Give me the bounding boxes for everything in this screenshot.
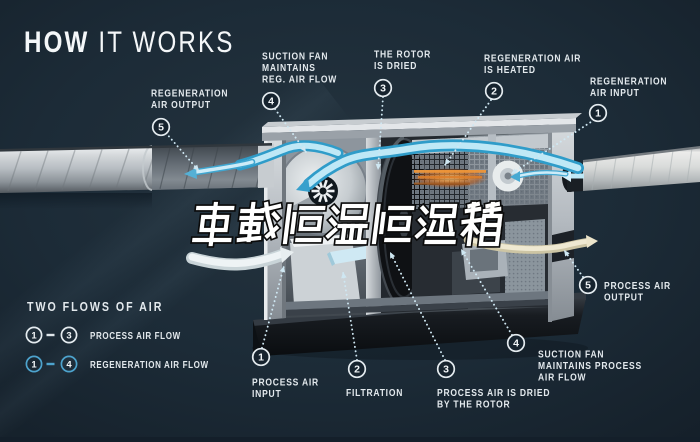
svg-text:PROCESS AIR: PROCESS AIR xyxy=(604,280,671,291)
svg-text:IS HEATED: IS HEATED xyxy=(484,64,536,75)
svg-text:AIR INPUT: AIR INPUT xyxy=(590,87,640,98)
svg-text:AIR OUTPUT: AIR OUTPUT xyxy=(151,99,211,110)
svg-text:4: 4 xyxy=(66,359,72,370)
svg-text:1: 1 xyxy=(258,352,264,364)
svg-text:THE ROTOR: THE ROTOR xyxy=(374,49,431,60)
svg-text:3: 3 xyxy=(66,330,71,341)
svg-text:3: 3 xyxy=(380,83,386,95)
svg-text:HOW IT WORKS: HOW IT WORKS xyxy=(24,26,235,59)
svg-text:OUTPUT: OUTPUT xyxy=(604,292,644,303)
svg-text:2: 2 xyxy=(354,364,360,376)
svg-text:2: 2 xyxy=(491,86,497,98)
svg-text:IS DRIED: IS DRIED xyxy=(374,60,417,71)
svg-text:BY THE ROTOR: BY THE ROTOR xyxy=(437,399,510,410)
svg-text:INPUT: INPUT xyxy=(252,388,281,399)
svg-text:MAINTAINS: MAINTAINS xyxy=(262,62,316,73)
svg-text:5: 5 xyxy=(585,280,591,292)
svg-text:1: 1 xyxy=(31,330,37,341)
svg-text:MAINTAINS PROCESS: MAINTAINS PROCESS xyxy=(538,360,642,371)
svg-text:PROCESS AIR IS DRIED: PROCESS AIR IS DRIED xyxy=(437,387,550,398)
svg-text:1: 1 xyxy=(31,359,37,370)
svg-text:4: 4 xyxy=(513,338,519,350)
svg-text:5: 5 xyxy=(158,122,164,134)
svg-text:PROCESS AIR: PROCESS AIR xyxy=(252,377,319,388)
svg-text:TWO FLOWS OF AIR: TWO FLOWS OF AIR xyxy=(27,299,163,314)
svg-text:REG. AIR FLOW: REG. AIR FLOW xyxy=(262,74,337,85)
svg-text:AIR FLOW: AIR FLOW xyxy=(538,372,586,383)
svg-text:3: 3 xyxy=(443,364,449,376)
svg-text:REGENERATION AIR: REGENERATION AIR xyxy=(484,53,581,64)
svg-text:SUCTION FAN: SUCTION FAN xyxy=(538,349,604,360)
svg-text:REGENERATION: REGENERATION xyxy=(590,76,667,87)
svg-text:FILTRATION: FILTRATION xyxy=(346,387,403,398)
svg-text:REGENERATION AIR FLOW: REGENERATION AIR FLOW xyxy=(90,359,209,370)
svg-text:4: 4 xyxy=(268,96,274,108)
svg-text:PROCESS AIR FLOW: PROCESS AIR FLOW xyxy=(90,330,181,341)
svg-text:1: 1 xyxy=(595,108,601,120)
svg-text:REGENERATION: REGENERATION xyxy=(151,88,228,99)
svg-text:SUCTION FAN: SUCTION FAN xyxy=(262,51,328,62)
